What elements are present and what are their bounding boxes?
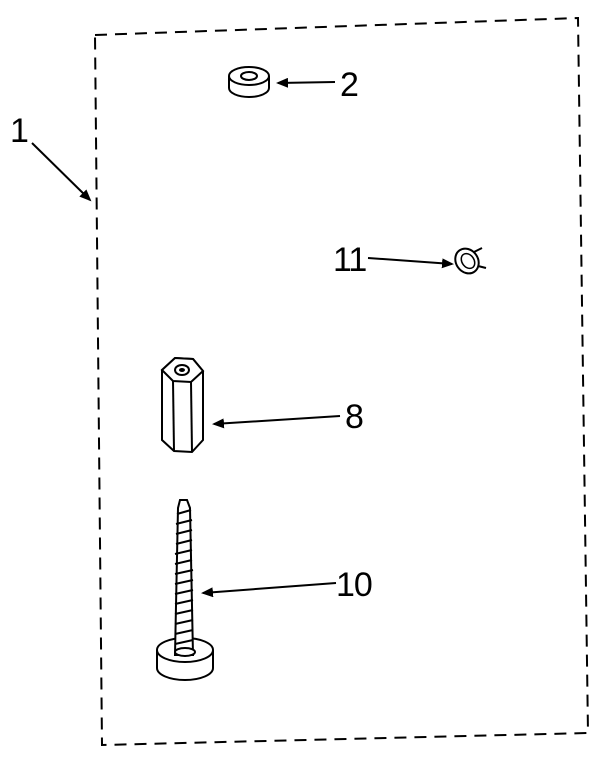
part-clip-ring — [454, 247, 487, 275]
part-11-arrow — [367, 257, 454, 269]
part-8-label: 8 — [345, 398, 363, 436]
part-hex-standoff — [160, 356, 205, 454]
part-10-label: 10 — [336, 566, 372, 604]
kit-callout-arrow — [31, 142, 92, 202]
part-2-arrow — [276, 77, 336, 88]
part-washer — [228, 66, 270, 98]
kit-boundary — [93, 16, 590, 747]
part-11-label: 11 — [333, 241, 366, 279]
part-10-arrow — [201, 582, 337, 598]
part-2-label: 2 — [340, 66, 358, 104]
part-8-arrow — [212, 415, 341, 429]
part-screw — [156, 499, 214, 681]
kit-callout-label: 1 — [10, 112, 28, 150]
